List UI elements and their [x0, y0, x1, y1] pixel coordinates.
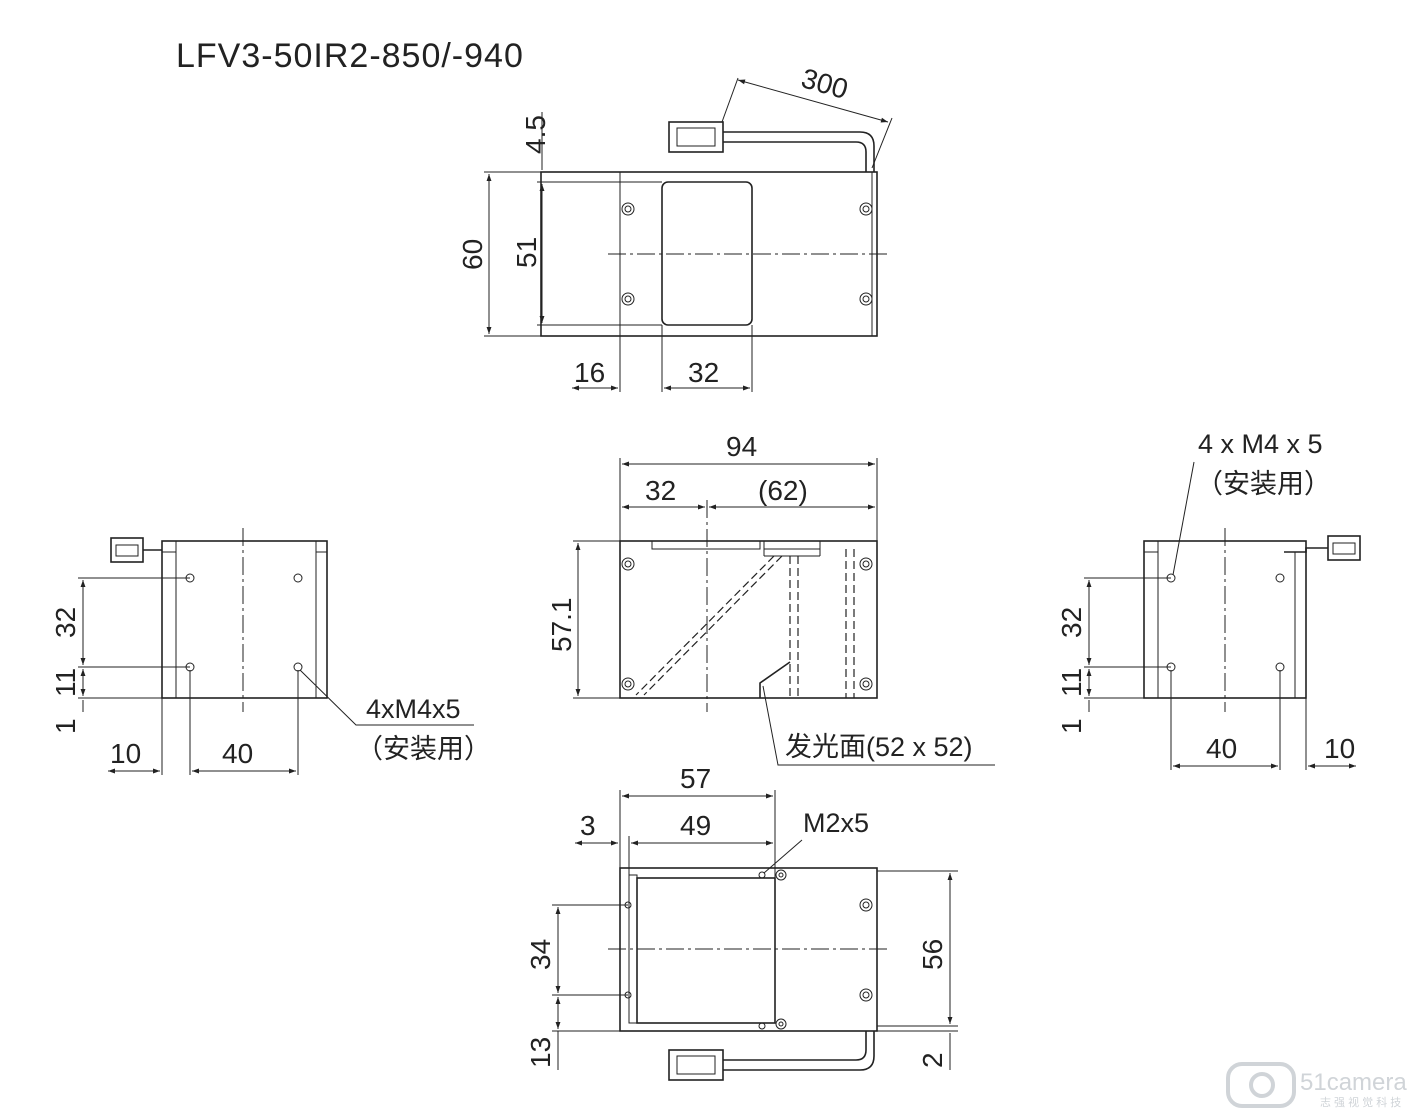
- dim-right-hole-pitch-v: 32: [1056, 607, 1087, 638]
- dim-bottom-height: 56: [917, 939, 948, 970]
- watermark-brand: 51camera: [1300, 1069, 1407, 1096]
- dim-top-x-offset: 16: [574, 357, 605, 388]
- dim-top-height-inner: 51: [511, 237, 542, 268]
- dim-bottom-total-width: 57: [680, 763, 711, 794]
- dim-top-offset: 4.5: [520, 115, 551, 154]
- watermark-logo: 51camera 志 强 视 觉 科 技: [1226, 1062, 1407, 1109]
- note-emitting-surface: 发光面(52 x 52): [785, 732, 973, 762]
- dim-bottom-hole-pitch-v: 34: [525, 939, 556, 970]
- model-title: LFV3-50IR2-850/-940: [176, 37, 524, 75]
- dim-right-base: 1: [1056, 718, 1087, 734]
- note-right-thread-use: （安装用）: [1196, 469, 1331, 499]
- bottom-view: [552, 790, 958, 1081]
- dim-bottom-offset-small: 2: [917, 1052, 948, 1068]
- front-view: [573, 458, 995, 766]
- watermark-subtitle: 志 强 视 觉 科 技: [1320, 1095, 1401, 1109]
- note-right-thread: 4 x M4 x 5: [1198, 429, 1323, 459]
- note-bottom-thread: M2x5: [803, 808, 869, 838]
- dim-front-height: 57.1: [546, 598, 577, 653]
- dim-front-left-width: 32: [645, 475, 676, 506]
- note-left-thread: 4xM4x5: [366, 694, 461, 724]
- dim-right-x-offset: 10: [1324, 733, 1355, 764]
- dim-right-hole-offset-v: 11: [1056, 668, 1087, 697]
- dim-top-height-outer: 60: [457, 239, 488, 270]
- dim-left-hole-pitch-v: 32: [50, 607, 81, 638]
- right-view: [1084, 461, 1361, 770]
- dim-bottom-inner-width: 49: [680, 810, 711, 841]
- top-view: [484, 77, 893, 392]
- dim-front-total-width: 94: [726, 431, 757, 462]
- dim-left-base: 1: [50, 718, 81, 734]
- dim-bottom-hole-offset-v: 13: [525, 1037, 556, 1068]
- dim-front-right-width: (62): [758, 475, 808, 506]
- dim-left-hole-offset-v: 11: [50, 668, 81, 697]
- dim-top-window-width: 32: [688, 357, 719, 388]
- note-left-thread-use: （安装用）: [356, 734, 491, 764]
- dim-left-x-offset: 10: [110, 738, 141, 769]
- dim-left-hole-pitch-h: 40: [222, 738, 253, 769]
- dim-bottom-offset: 3: [580, 810, 596, 841]
- left-view: [78, 528, 474, 775]
- dim-right-hole-pitch-h: 40: [1206, 733, 1237, 764]
